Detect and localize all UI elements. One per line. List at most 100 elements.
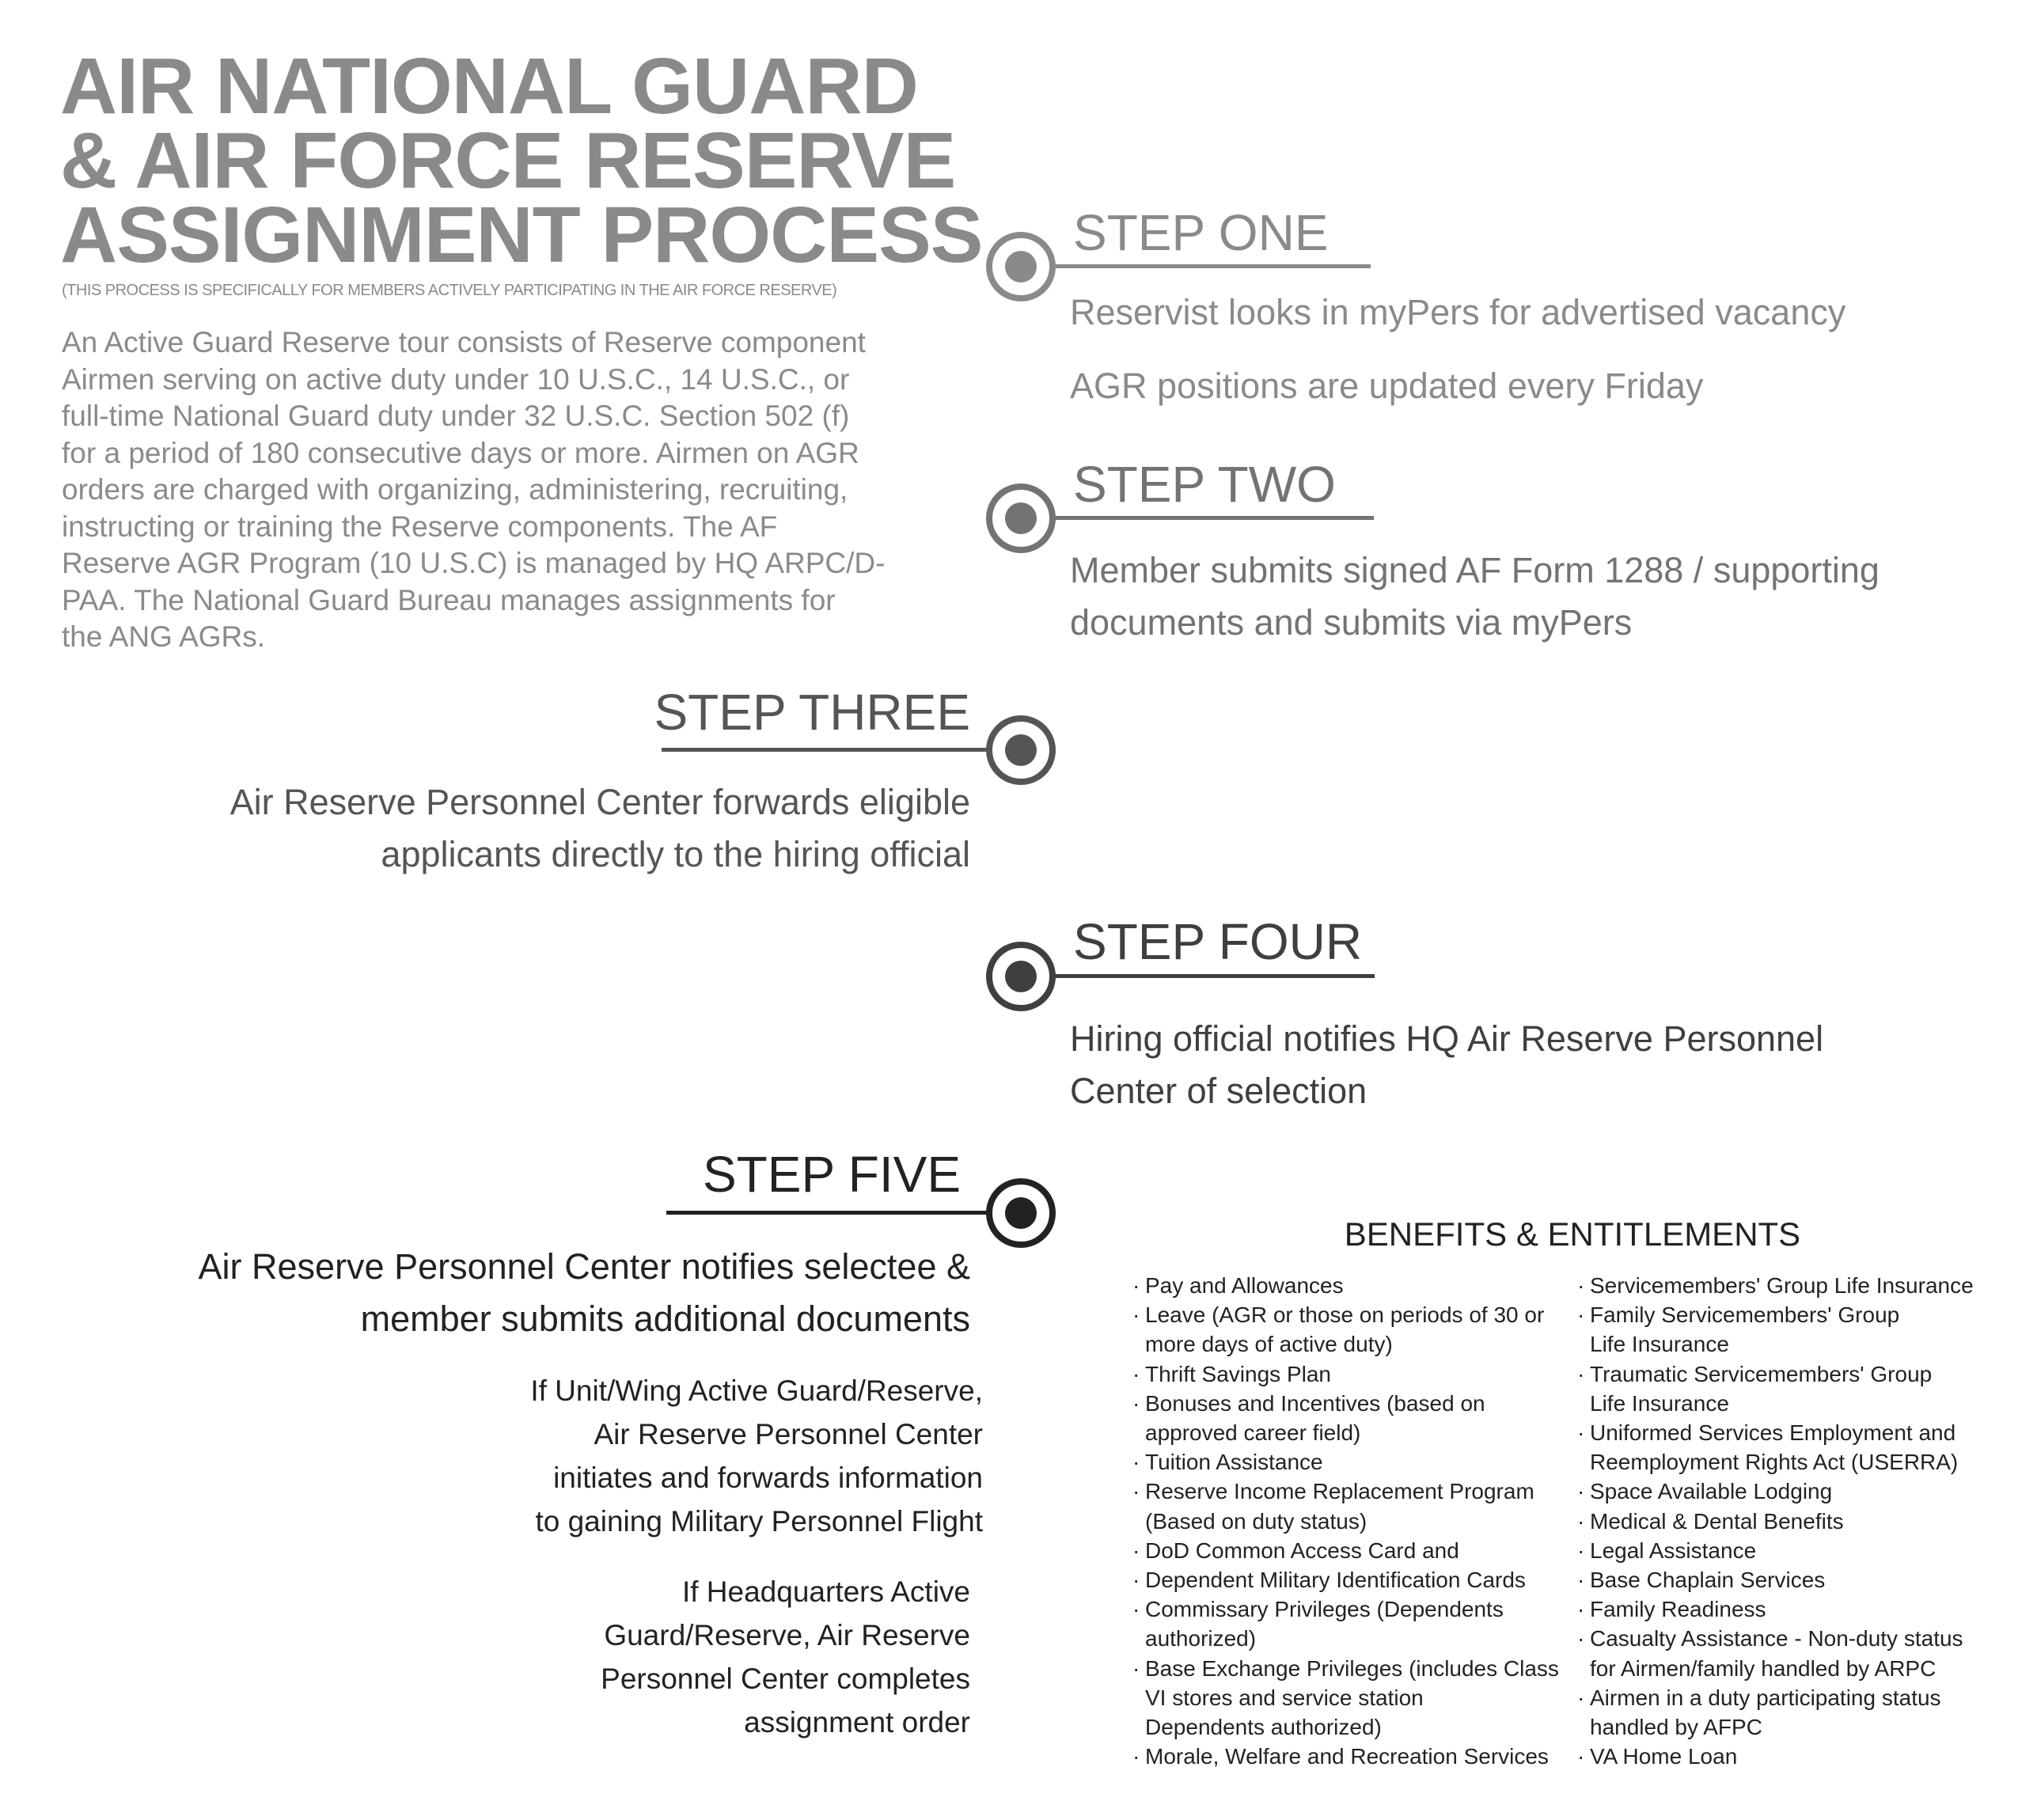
note-line: Personnel Center completes — [601, 1663, 970, 1695]
bullet-icon: · — [1132, 1538, 1140, 1563]
benefit-line: Thrift Savings Plan — [1145, 1361, 1331, 1386]
bullet-icon: · — [1132, 1597, 1140, 1622]
benefit-line: DoD Common Access Card and — [1145, 1538, 1459, 1563]
title-line: ASSIGNMENT PROCESS — [60, 191, 983, 279]
benefits-list-left: ·Pay and Allowances·Leave (AGR or those … — [1132, 1271, 1559, 1771]
step-one-text: Reservist looks in myPers for advertised… — [1070, 292, 1846, 332]
intro-line: full-time National Guard duty under 32 U… — [62, 400, 850, 432]
benefit-item: ·Thrift Savings Plan — [1132, 1359, 1559, 1389]
benefit-line: VI stores and service station — [1145, 1685, 1424, 1710]
bullet-icon: · — [1577, 1420, 1585, 1446]
title-line: AIR NATIONAL GUARD — [60, 42, 919, 131]
step-five-label: STEP FIVE — [702, 1146, 961, 1203]
intro-line: Airmen serving on active duty under 10 U… — [62, 362, 850, 396]
note-line: If Headquarters Active — [681, 1575, 970, 1608]
intro-paragraph: An Active Guard Reserve tour consists of… — [62, 324, 948, 656]
bullet-icon: · — [1577, 1626, 1585, 1651]
benefit-line: Reemployment Rights Act (USERRA) — [1590, 1450, 1959, 1475]
benefit-line: Life Insurance — [1590, 1332, 1729, 1357]
bullet-icon: · — [1132, 1302, 1140, 1328]
step-three-line: applicants directly to the hiring offici… — [381, 834, 970, 874]
step-two-underline — [1053, 516, 1374, 520]
benefit-item: ·Base Exchange Privileges (includes Clas… — [1132, 1654, 1559, 1742]
intro-line: PAA. The National Guard Bureau manages a… — [62, 583, 836, 616]
benefits-heading: BENEFITS & ENTITLEMENTS — [1344, 1215, 1801, 1253]
note-line: If Unit/Wing Active Guard/Reserve, — [530, 1374, 983, 1407]
benefit-line: Reserve Income Replacement Program — [1145, 1479, 1534, 1504]
step-two-text: Member submits signed AF Form 1288 / sup… — [1070, 544, 1880, 649]
benefit-line: Dependent Military Identification Cards — [1145, 1568, 1526, 1593]
benefit-line: Casualty Assistance - Non-duty status — [1590, 1626, 1963, 1651]
page-subtitle: (THIS PROCESS IS SPECIFICALLY FOR MEMBER… — [62, 282, 837, 299]
bullet-icon: · — [1577, 1597, 1585, 1622]
step-node-dot — [1005, 734, 1037, 766]
benefit-line: VA Home Loan — [1590, 1744, 1738, 1769]
bullet-icon: · — [1577, 1479, 1585, 1504]
page-title: AIR NATIONAL GUARD & AIR FORCE RESERVE A… — [60, 42, 983, 279]
benefit-item: ·Base Chaplain Services — [1577, 1565, 1974, 1594]
intro-line: for a period of 180 consecutive days or … — [62, 436, 859, 469]
benefit-item: ·Family Readiness — [1577, 1594, 1974, 1624]
step-five-text: Air Reserve Personnel Center notifies se… — [199, 1241, 970, 1345]
benefit-line: Leave (AGR or those on periods of 30 or — [1145, 1302, 1545, 1328]
benefit-line: Bonuses and Incentives (based on — [1145, 1390, 1485, 1416]
bullet-icon: · — [1132, 1273, 1140, 1298]
bullet-icon: · — [1132, 1450, 1140, 1475]
benefit-line: Family Readiness — [1590, 1597, 1766, 1622]
step-five-line: member submits additional documents — [360, 1299, 970, 1339]
benefit-line: (Based on duty status) — [1145, 1508, 1367, 1534]
benefits-list-right: ·Servicemembers' Group Life Insurance·Fa… — [1577, 1271, 1974, 1771]
benefit-line: Airmen in a duty participating status — [1590, 1685, 1941, 1710]
benefit-line: Commissary Privileges (Dependents — [1145, 1597, 1504, 1622]
step-four-line: Hiring official notifies HQ Air Reserve … — [1070, 1018, 1824, 1059]
step-five-line: Air Reserve Personnel Center notifies se… — [198, 1246, 970, 1287]
unit-wing-agr-note: If Unit/Wing Active Guard/Reserve, Air R… — [530, 1369, 983, 1543]
intro-line: orders are charged with organizing, admi… — [62, 473, 848, 506]
bullet-icon: · — [1577, 1744, 1585, 1769]
bullet-icon: · — [1132, 1390, 1140, 1416]
benefit-line: Life Insurance — [1590, 1390, 1729, 1416]
note-line: Guard/Reserve, Air Reserve — [604, 1619, 970, 1651]
benefit-line: Base Exchange Privileges (includes Class — [1145, 1655, 1559, 1681]
benefit-line: handled by AFPC — [1590, 1715, 1762, 1740]
benefit-line: approved career field) — [1145, 1420, 1361, 1446]
benefit-line: Base Chaplain Services — [1590, 1568, 1826, 1593]
step-four-text: Hiring official notifies HQ Air Reserve … — [1070, 1013, 1823, 1117]
benefit-item: ·DoD Common Access Card and — [1132, 1536, 1559, 1565]
step-node-dot — [1005, 961, 1037, 992]
benefit-item: ·Legal Assistance — [1577, 1536, 1974, 1565]
bullet-icon: · — [1132, 1568, 1140, 1593]
step-two-label: STEP TWO — [1073, 456, 1336, 513]
hq-agr-note: If Headquarters Active Guard/Reserve, Ai… — [601, 1570, 970, 1744]
step-node-dot — [1005, 502, 1037, 534]
benefit-item: ·Bonuses and Incentives (based on approve… — [1132, 1389, 1559, 1447]
step-four-line: Center of selection — [1070, 1071, 1367, 1111]
step-three-underline — [662, 748, 989, 752]
step-five-underline — [666, 1211, 989, 1215]
benefit-line: Family Servicemembers' Group — [1590, 1302, 1900, 1328]
intro-line: Reserve AGR Program (10 U.S.C) is manage… — [62, 547, 886, 579]
step-node-dot — [1005, 251, 1037, 282]
bullet-icon: · — [1577, 1273, 1585, 1298]
benefit-line: Space Available Lodging — [1590, 1479, 1833, 1504]
bullet-icon: · — [1132, 1655, 1140, 1681]
benefit-line: Uniformed Services Employment and — [1590, 1420, 1956, 1446]
intro-line: An Active Guard Reserve tour consists of… — [62, 326, 866, 358]
step-three-line: Air Reserve Personnel Center forwards el… — [229, 782, 970, 822]
benefit-line: Traumatic Servicemembers' Group — [1590, 1361, 1933, 1386]
benefit-item: ·Leave (AGR or those on periods of 30 or… — [1132, 1300, 1559, 1359]
bullet-icon: · — [1577, 1538, 1585, 1563]
bullet-icon: · — [1132, 1361, 1140, 1386]
benefit-item: ·Servicemembers' Group Life Insurance — [1577, 1271, 1974, 1300]
benefit-item: ·Dependent Military Identification Cards — [1132, 1565, 1559, 1594]
bullet-icon: · — [1132, 1744, 1140, 1769]
step-one-text: AGR positions are updated every Friday — [1070, 366, 1704, 406]
benefit-line: Servicemembers' Group Life Insurance — [1590, 1273, 1974, 1298]
step-node-dot — [1005, 1197, 1037, 1229]
